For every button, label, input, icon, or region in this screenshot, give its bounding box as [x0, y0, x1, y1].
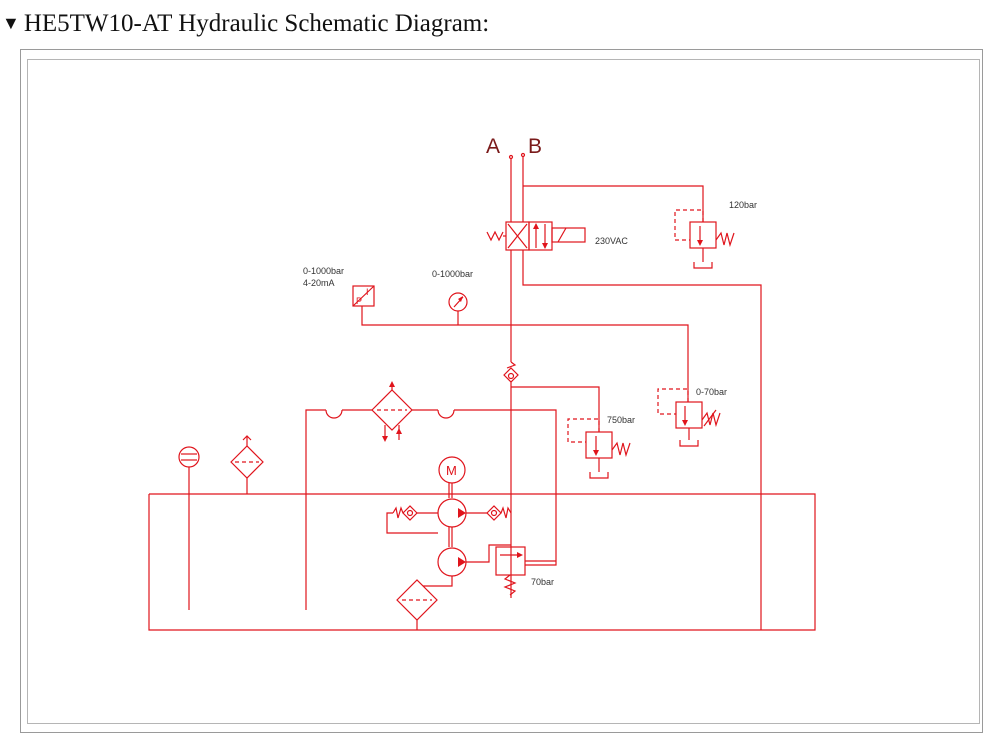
- gauge-header-line: [361, 306, 689, 402]
- relief-120-label: 120bar: [729, 200, 757, 210]
- port-b-label: B: [528, 135, 542, 158]
- diagram-frame-inner: [27, 59, 980, 724]
- pressure-transducer: P I: [352, 285, 375, 307]
- relief-valve-70bar: [495, 546, 556, 596]
- low-pressure-pump-icon: [416, 544, 511, 596]
- tank-return-icon: [679, 440, 699, 447]
- relief-valve-750bar: [567, 418, 631, 479]
- relief-0-70-label: 0-70bar: [696, 387, 727, 397]
- port-b-point: [520, 152, 526, 158]
- transducer-i-label: I: [366, 287, 369, 297]
- main-check-valve: [503, 361, 519, 383]
- tank-return-icon: [693, 262, 713, 269]
- transducer-range-label: 0-1000bar: [303, 266, 344, 276]
- suction-filter-icon: [396, 579, 438, 630]
- pump-check-valve-right: [486, 505, 512, 521]
- diagram-frame-outer: [20, 49, 983, 733]
- level-gauge-icon: [178, 446, 200, 610]
- directional-valve: [486, 221, 586, 251]
- return-line: [522, 250, 762, 630]
- title-text: HE5TW10-AT Hydraulic Schematic Diagram:: [23, 10, 490, 37]
- line-to-relief-750: [511, 386, 600, 432]
- pressure-gauge-icon: [448, 292, 468, 325]
- valve-spring: [486, 230, 504, 242]
- solenoid-icon: [551, 227, 586, 243]
- transducer-signal-label: 4-20mA: [303, 278, 335, 288]
- high-pressure-pump-icon: [437, 498, 487, 547]
- port-a-label: A: [486, 135, 500, 158]
- motor-icon: M: [438, 456, 466, 498]
- return-filter-line: [305, 409, 557, 610]
- line-b-to-relief-120: [523, 185, 704, 222]
- gauge-range-label: 0-1000bar: [432, 269, 473, 279]
- relief-750-label: 750bar: [607, 415, 635, 425]
- relief-valve-120bar: [674, 209, 735, 269]
- tank-return-icon: [589, 472, 609, 479]
- page-title: ▼HE5TW10-AT Hydraulic Schematic Diagram:: [2, 10, 489, 38]
- return-filter-icon: [371, 381, 413, 442]
- title-marker-icon: ▼: [2, 13, 20, 33]
- motor-label: M: [446, 463, 457, 478]
- breather-filter-icon: [230, 435, 264, 494]
- relief-70-label: 70bar: [531, 577, 554, 587]
- valve-parallel-envelope: [528, 221, 553, 251]
- port-a-point: [508, 154, 514, 160]
- solenoid-voltage-label: 230VAC: [595, 236, 628, 246]
- reservoir-tank: [148, 493, 816, 631]
- transducer-p-label: P: [356, 296, 362, 306]
- pump-check-valve-left: [386, 505, 438, 534]
- relief-valve-0-70bar: [657, 388, 721, 447]
